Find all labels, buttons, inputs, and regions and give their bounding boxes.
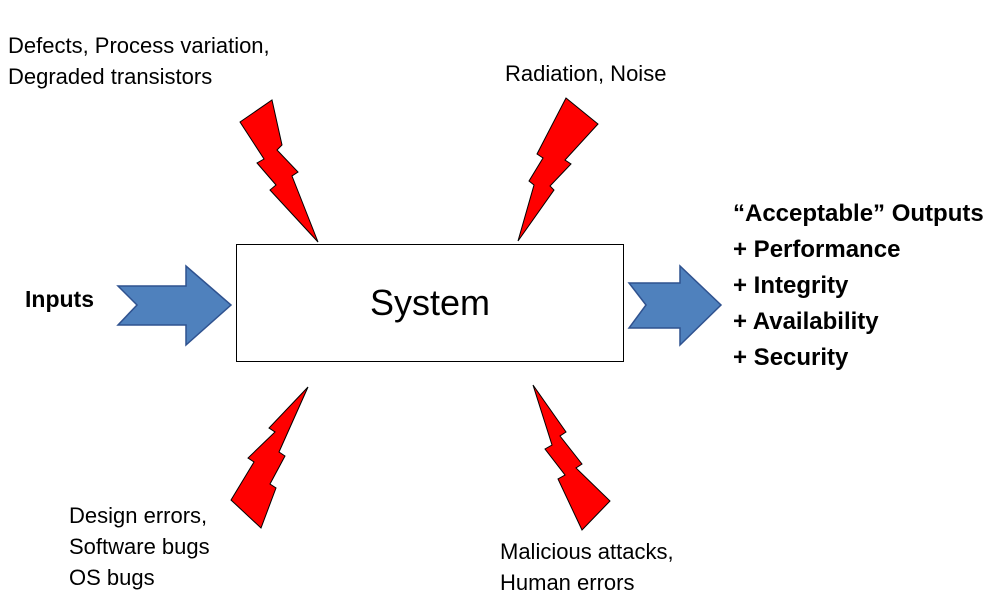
output-item: + Security (733, 344, 849, 371)
output-item: + Integrity (733, 272, 849, 299)
hazard-label-bottom-right: Malicious attacks, Human errors (500, 539, 674, 595)
output-item: + Availability (733, 308, 879, 335)
system-box: System (236, 244, 624, 362)
hazard-label-top-right: Radiation, Noise (505, 61, 667, 86)
lightning-bolt-top-left (239, 99, 319, 243)
hazard-label-bottom-left: Design errors, Software bugs OS bugs (69, 503, 210, 590)
lightning-bolt-bottom-left (230, 386, 309, 529)
output-arrow (627, 264, 723, 347)
lightning-bolt-bottom-right (532, 384, 611, 531)
system-label: System (369, 282, 491, 323)
lightning-bolt-top-right (517, 97, 599, 242)
outputs-list: “Acceptable” Outputs + Performance + Int… (733, 196, 984, 376)
outputs-title: “Acceptable” Outputs (733, 200, 984, 227)
output-item: + Performance (733, 236, 901, 263)
inputs-label: Inputs (25, 286, 94, 312)
input-arrow (116, 264, 233, 347)
hazard-label-top-left: Defects, Process variation, Degraded tra… (8, 33, 270, 89)
